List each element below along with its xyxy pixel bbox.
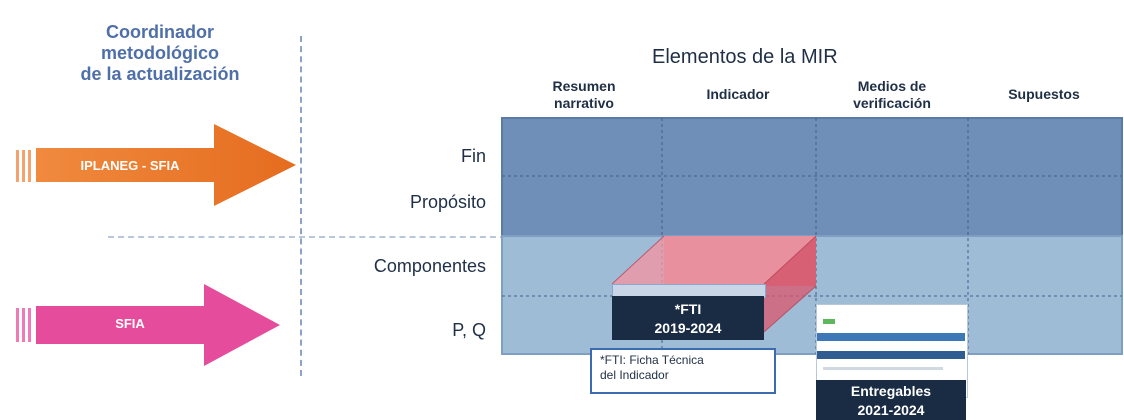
col-resumen-line-1: Resumen bbox=[552, 78, 616, 94]
col-supuestos: Supuestos bbox=[968, 86, 1120, 103]
col-resumen-line-2: narrativo bbox=[554, 95, 614, 111]
coordinator-line-2: metodológico bbox=[101, 43, 219, 63]
arrow-iplaneg-sfia bbox=[16, 124, 296, 206]
row-fin: Fin bbox=[460, 146, 486, 166]
green-status-icon bbox=[823, 319, 835, 324]
col-medios-verificacion: Medios de verificación bbox=[816, 78, 968, 112]
note-line-1: *FTI: Ficha Técnica bbox=[600, 353, 704, 367]
arrow-bottom-label: SFIA bbox=[115, 316, 145, 331]
coordinator-line-1: Coordinador bbox=[106, 22, 214, 42]
entregables-deliverable-label: Entregables 2021-2024 bbox=[816, 380, 966, 420]
col-medios-line-2: verificación bbox=[853, 95, 931, 111]
fti-line-2: 2019-2024 bbox=[654, 320, 722, 336]
col-supuestos-line-1: Supuestos bbox=[1008, 86, 1080, 102]
entregables-line-2: 2021-2024 bbox=[857, 402, 925, 418]
col-indicador: Indicador bbox=[662, 86, 814, 103]
row-pq: P, Q bbox=[452, 320, 486, 340]
mir-title: Elementos de la MIR bbox=[652, 46, 838, 68]
row-componentes: Componentes bbox=[373, 256, 486, 276]
col-indicador-line-1: Indicador bbox=[706, 86, 770, 102]
coordinator-line-3: de la actualización bbox=[80, 64, 240, 84]
arrow-top-label: IPLANEG - SFIA bbox=[80, 158, 180, 173]
note-line-2: del Indicador bbox=[600, 368, 669, 382]
entregables-line-1: Entregables bbox=[850, 383, 932, 399]
row-proposito: Propósito bbox=[409, 192, 486, 212]
vertical-divider bbox=[300, 36, 302, 376]
arrow-sfia bbox=[16, 284, 280, 366]
fti-deliverable-label: *FTI 2019-2024 bbox=[612, 296, 764, 340]
horizontal-divider bbox=[108, 236, 506, 238]
fti-note-box: *FTI: Ficha Técnica del Indicador bbox=[590, 348, 776, 394]
coordinator-title: Coordinador metodológico de la actualiza… bbox=[40, 22, 280, 85]
fti-line-1: *FTI bbox=[674, 301, 702, 317]
col-medios-line-1: Medios de bbox=[857, 78, 927, 94]
mir-grid bbox=[501, 117, 1123, 355]
mir-upper-block bbox=[501, 117, 1123, 237]
col-resumen-narrativo: Resumen narrativo bbox=[508, 78, 660, 112]
